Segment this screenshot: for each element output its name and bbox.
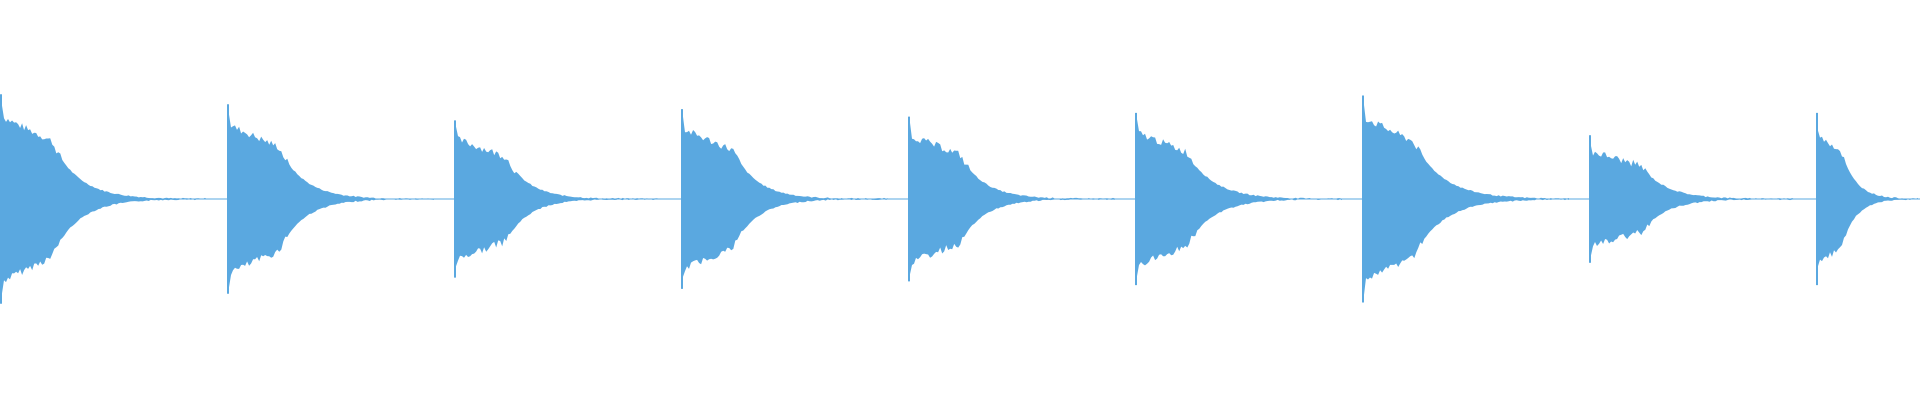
waveform-hit-6 <box>1135 119 1342 277</box>
waveform-hit-3 <box>454 126 661 267</box>
waveform-hit-1 <box>0 105 207 294</box>
waveform-hit-4 <box>681 116 888 277</box>
waveform-hit-5 <box>908 122 1115 275</box>
waveform-hit-7 <box>1362 105 1569 295</box>
waveform-hit-8 <box>1589 146 1796 256</box>
waveform-hit-9 <box>1816 130 1918 267</box>
waveform-hit-2 <box>227 114 434 288</box>
waveform-hits <box>0 94 1918 304</box>
